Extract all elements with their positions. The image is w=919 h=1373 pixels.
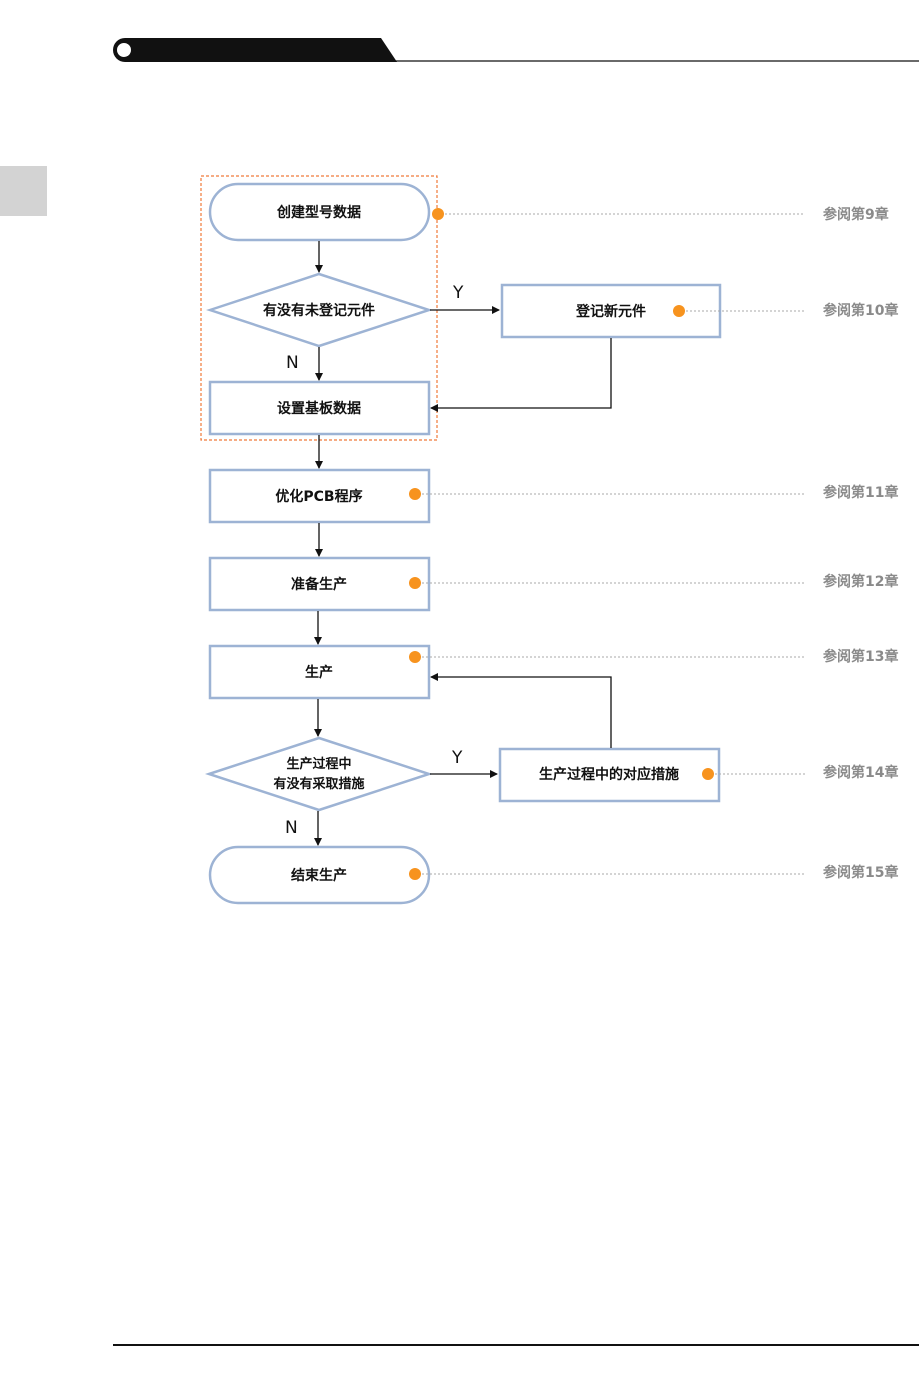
decision-measures-label-line2: 有没有采取措施 (273, 776, 364, 792)
arrow-countermeasure-return (431, 677, 611, 748)
ref-dot-ch11 (409, 488, 421, 500)
node-produce-label: 生产 (305, 664, 333, 681)
ref-ch15: 参阅第15章 (823, 864, 898, 881)
ref-ch12: 参阅第12章 (823, 573, 898, 590)
ref-ch14: 参阅第14章 (823, 764, 898, 781)
no-label-1: N (286, 353, 299, 373)
ref-ch9: 参阅第9章 (823, 206, 889, 223)
node-optimize-label: 优化PCB程序 (275, 488, 362, 505)
footer-rule (113, 1344, 919, 1346)
node-board-data-label: 设置基板数据 (277, 400, 361, 417)
no-label-2: N (285, 818, 298, 838)
ref-dot-ch10 (673, 305, 685, 317)
header-bullet-icon (117, 43, 131, 57)
ref-dot-ch15 (409, 868, 421, 880)
header-bar (113, 38, 919, 62)
decision-unregistered-label: 有没有未登记元件 (263, 302, 375, 319)
ref-dot-ch14 (702, 768, 714, 780)
ref-dot-ch13 (409, 651, 421, 663)
node-countermeasure-label: 生产过程中的对应措施 (539, 766, 679, 783)
ref-dot-ch9 (432, 208, 444, 220)
ref-ch13: 参阅第13章 (823, 648, 898, 665)
node-create-model-label: 创建型号数据 (276, 204, 361, 221)
yes-label-2: Y (451, 748, 463, 768)
decision-measures (209, 738, 429, 810)
node-register-new-label: 登记新元件 (575, 303, 646, 320)
node-prepare-label: 准备生产 (291, 576, 347, 593)
decision-measures-label-line1: 生产过程中 (286, 756, 351, 772)
arrow-register-return (431, 338, 611, 408)
ref-dot-ch12 (409, 577, 421, 589)
yes-label-1: Y (452, 283, 464, 303)
ref-ch11: 参阅第11章 (823, 484, 898, 501)
node-end-label: 结束生产 (291, 867, 347, 884)
ref-ch10: 参阅第10章 (823, 302, 898, 319)
